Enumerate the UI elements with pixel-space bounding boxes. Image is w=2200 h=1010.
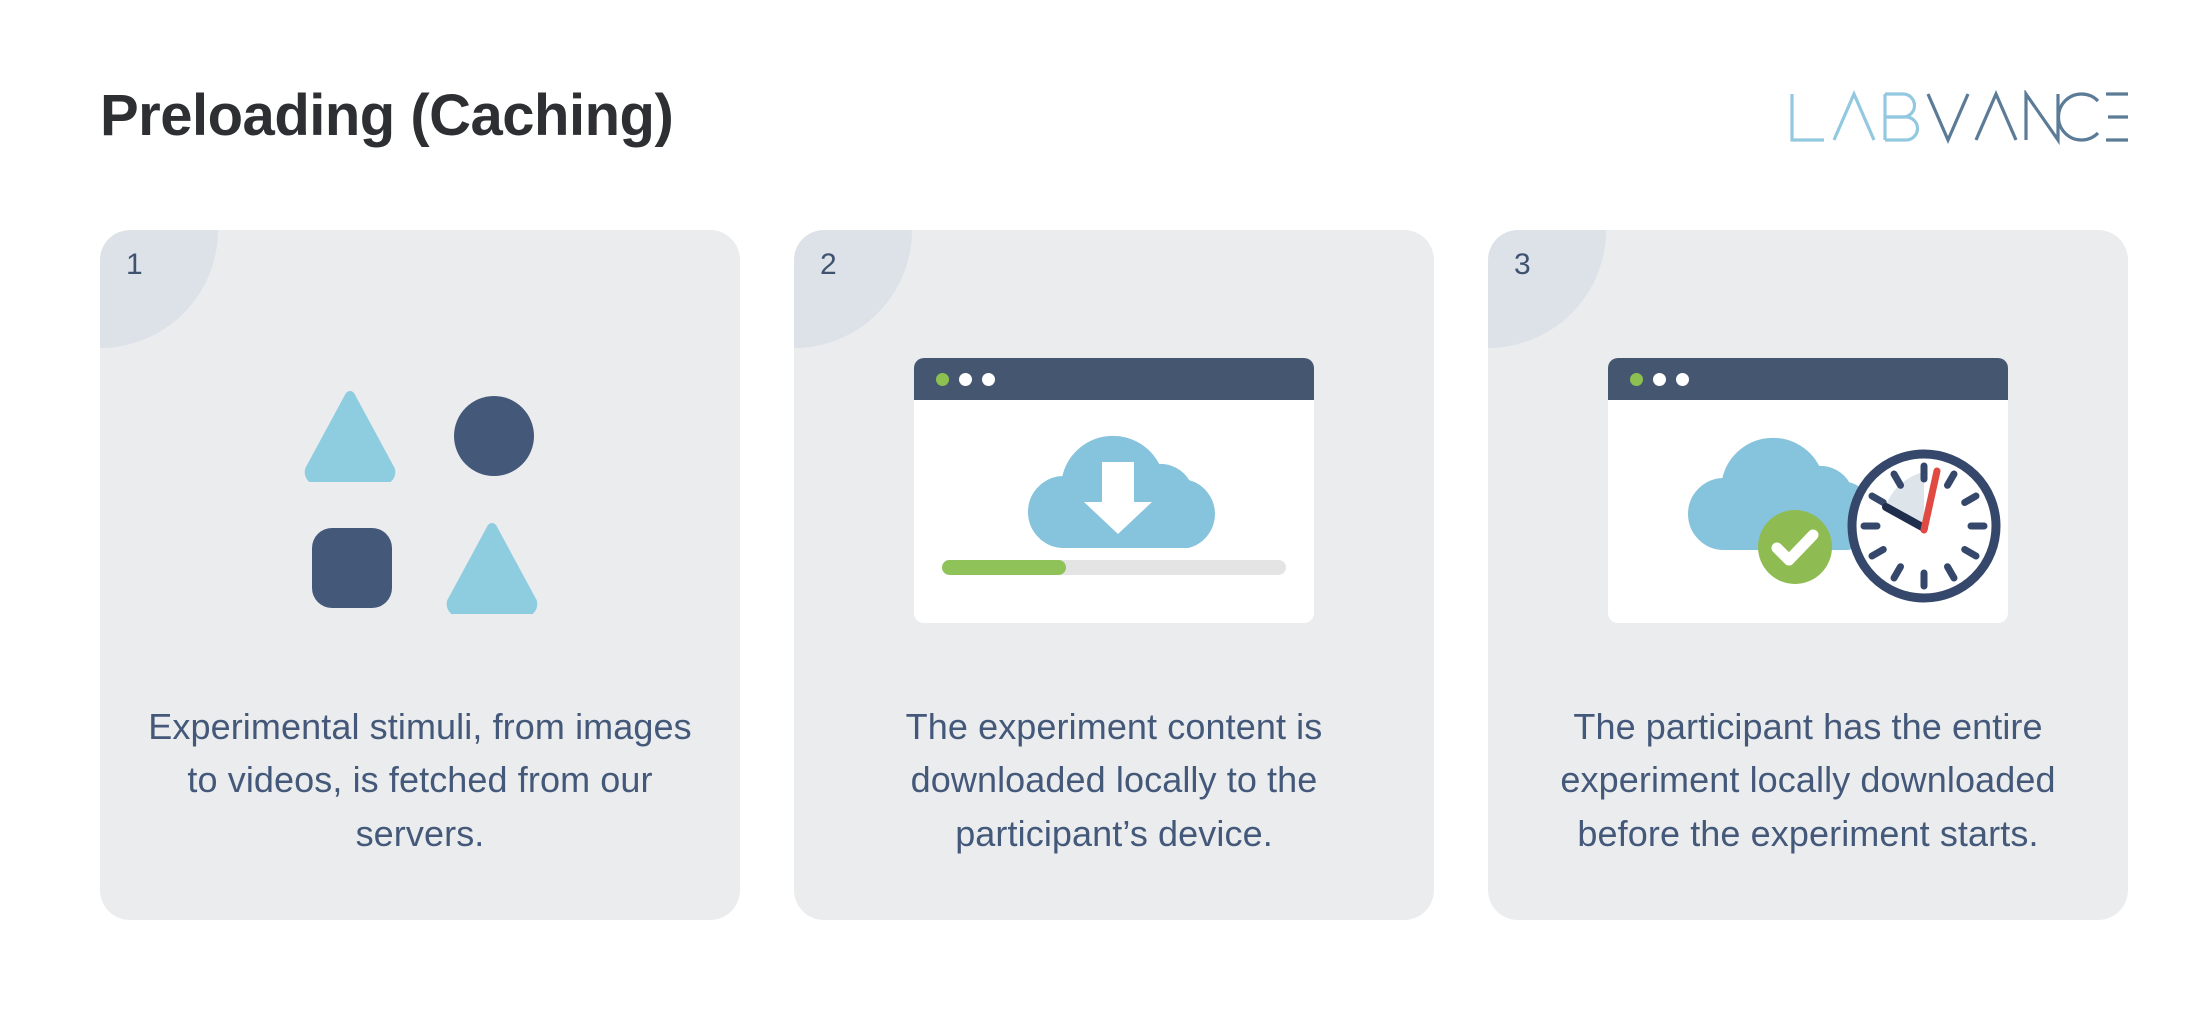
browser-dot-white-1 xyxy=(959,373,972,386)
cards-row: 1 Experimental sti xyxy=(100,230,2128,920)
card-2-visual xyxy=(794,322,1434,682)
check-badge-svg xyxy=(1758,510,1832,584)
clock-second-hand xyxy=(1920,467,1941,534)
browser-dot-white-1 xyxy=(1653,373,1666,386)
page-header: Preloading (Caching) xyxy=(0,0,2200,230)
download-progress-track xyxy=(942,560,1286,575)
cloud-download-icon xyxy=(1006,418,1222,553)
triangle-light-bottom-right-icon xyxy=(446,523,538,614)
browser-dot-white-2 xyxy=(982,373,995,386)
card-step-2: 2 xyxy=(794,230,1434,920)
download-progress-fill xyxy=(942,560,1066,575)
card-1-description: Experimental stimuli, from images to vid… xyxy=(148,706,692,854)
card-3-number: 3 xyxy=(1514,248,1531,281)
browser-dot-green xyxy=(936,373,949,386)
card-step-1: 1 Experimental sti xyxy=(100,230,740,920)
labvanced-logo-svg xyxy=(1790,90,2128,146)
circle-dark-top-right-icon xyxy=(454,396,534,476)
cloud-download-svg xyxy=(1028,435,1215,548)
clock-svg xyxy=(1847,449,2001,603)
clock-hour-hand xyxy=(1882,503,1928,532)
clock-icon xyxy=(1844,446,2004,611)
card-1-visual xyxy=(100,322,740,682)
card-step-3: 3 xyxy=(1488,230,2128,920)
cloud-check-icon xyxy=(1756,508,1834,591)
browser-mockup-download xyxy=(914,358,1314,623)
triangle-light-top-left-icon xyxy=(304,391,396,482)
square-dark-bottom-left-icon xyxy=(312,528,392,608)
browser-dot-green xyxy=(1630,373,1643,386)
card-1-number: 1 xyxy=(126,248,143,281)
card-2-description: The experiment content is downloaded loc… xyxy=(905,706,1323,854)
browser-window xyxy=(914,358,1314,623)
card-3-description: The participant has the entire experimen… xyxy=(1560,706,2056,854)
browser-titlebar xyxy=(914,358,1314,400)
browser-content xyxy=(1608,400,2008,623)
card-2-number: 2 xyxy=(820,248,837,281)
labvanced-logo xyxy=(1788,90,2128,148)
browser-titlebar xyxy=(1608,358,2008,400)
browser-dot-white-2 xyxy=(1676,373,1689,386)
page-title: Preloading (Caching) xyxy=(100,83,674,148)
browser-mockup-complete xyxy=(1608,358,2008,623)
browser-content xyxy=(914,400,1314,623)
stimuli-shapes-group xyxy=(304,390,538,626)
card-3-visual xyxy=(1488,322,2128,682)
